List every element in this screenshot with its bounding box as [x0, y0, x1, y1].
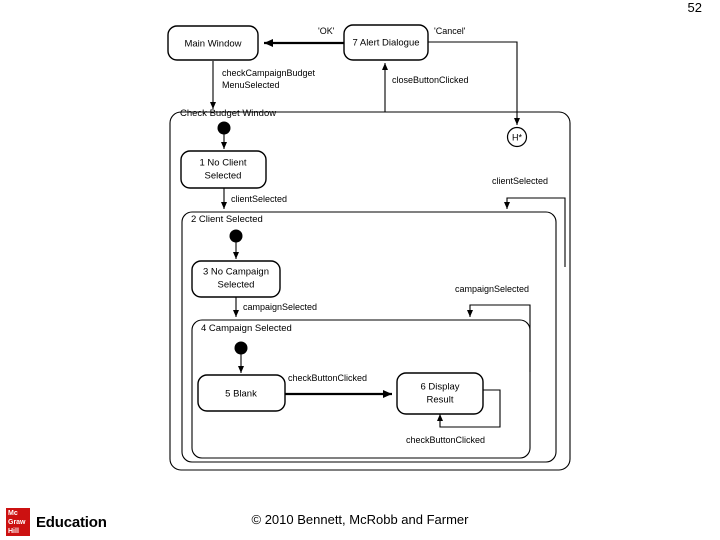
transition-check-button-clicked-self-loop-edge: [437, 389, 501, 428]
logo-mark-line-1: Mc: [8, 509, 18, 517]
transition-check-campaign-budget-label-line1: checkCampaignBudget: [222, 68, 316, 78]
transition-close-button-clicked-label: closeButtonClicked: [392, 75, 469, 85]
transition-check-button-clicked-self-loop-label: checkButtonClicked: [406, 435, 485, 445]
state-display-result-label-line1: 6 Display: [420, 382, 459, 393]
state-no-client-selected: [180, 150, 267, 189]
slide-footer: Mc Graw Hill Education © 2010 Bennett, M…: [0, 498, 720, 540]
transition-campaign-selected-label: campaignSelected: [243, 302, 317, 312]
transition-campaign-selected-return-edge: [467, 304, 531, 372]
state-no-campaign-selected: [191, 260, 281, 298]
transition-cancel-label: 'Cancel': [434, 26, 466, 36]
transition-client-selected-return-edge: [504, 197, 566, 267]
state-main-window-label: Main Window: [184, 39, 241, 50]
state-no-campaign-selected-label-line2: Selected: [218, 280, 255, 291]
transition-campaign-selected-return-label: campaignSelected: [455, 284, 529, 294]
page-number: 52: [687, 0, 702, 15]
logo-mark-line-3: Hill: [8, 527, 19, 535]
transition-ok-label: 'OK': [318, 26, 335, 36]
transition-check-campaign-budget-label-line2: MenuSelected: [222, 80, 280, 90]
mcgraw-hill-education-logo: Mc Graw Hill Education: [6, 508, 107, 536]
state-display-result: [396, 372, 484, 415]
transition-client-selected-label: clientSelected: [231, 194, 287, 204]
logo-wordmark: Education: [36, 513, 107, 531]
initial-pseudostate-campaign-selected: [234, 341, 248, 355]
state-blank: [197, 374, 286, 412]
composite-state-client-selected-label: 2 Client Selected: [191, 214, 263, 225]
deep-history-pseudostate: [506, 126, 528, 148]
composite-state-campaign-selected-label: 4 Campaign Selected: [201, 323, 292, 334]
state-no-client-selected-label-line2: Selected: [205, 171, 242, 182]
state-no-campaign-selected-label-line1: 3 No Campaign: [203, 267, 269, 278]
composite-state-check-budget-window: [169, 111, 571, 471]
transition-cancel-edge: [428, 41, 520, 125]
transition-check-button-clicked-label: checkButtonClicked: [288, 373, 367, 383]
logo-mark-line-2: Graw: [8, 518, 26, 526]
deep-history-label: H*: [512, 132, 522, 142]
state-alert-dialogue: [343, 24, 429, 61]
initial-pseudostate-client-selected: [229, 229, 243, 243]
mcgraw-hill-logo-mark: Mc Graw Hill: [6, 508, 30, 536]
composite-state-client-selected: [181, 211, 557, 463]
transition-client-selected-return-label: clientSelected: [492, 176, 548, 186]
copyright-text: © 2010 Bennett, McRobb and Farmer: [251, 512, 469, 527]
state-no-client-selected-label-line1: 1 No Client: [200, 158, 247, 169]
state-display-result-label-line2: Result: [427, 395, 454, 406]
composite-state-campaign-selected: [191, 319, 531, 459]
state-machine-diagram: Check Budget Window 2 Client Selected 4 …: [167, 24, 571, 471]
state-alert-dialogue-label: 7 Alert Dialogue: [352, 38, 419, 49]
initial-pseudostate-check-budget-window: [217, 121, 231, 135]
state-blank-label: 5 Blank: [225, 389, 257, 400]
state-main-window: [167, 25, 259, 61]
composite-state-check-budget-window-label: Check Budget Window: [180, 108, 276, 119]
